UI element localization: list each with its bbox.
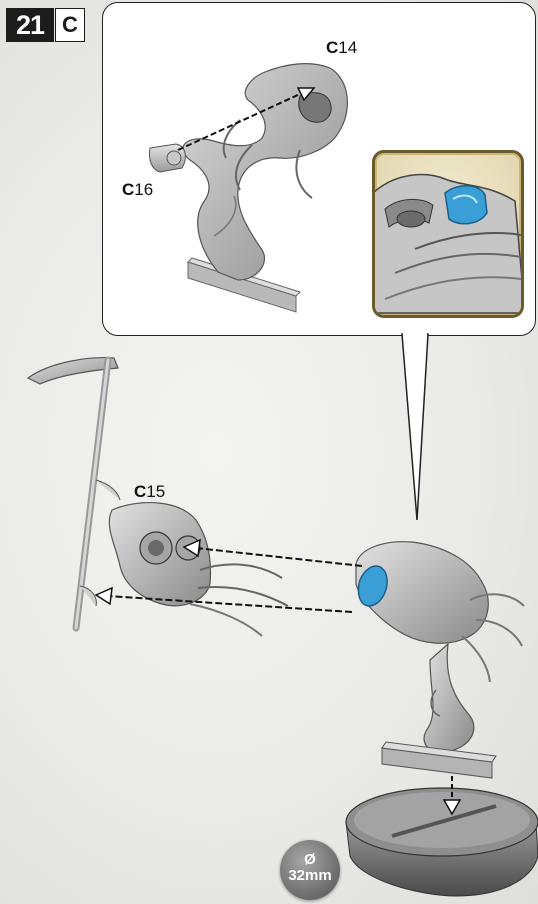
c15-label: C15 <box>134 482 165 502</box>
round-base <box>346 788 538 896</box>
base-size-badge: Ø 32mm <box>280 840 340 900</box>
base-size-value: 32mm <box>280 867 340 885</box>
diameter-symbol: Ø <box>280 840 340 867</box>
c15-body <box>109 503 288 636</box>
assembled-figure <box>356 542 524 778</box>
c15-scythe <box>28 358 120 628</box>
